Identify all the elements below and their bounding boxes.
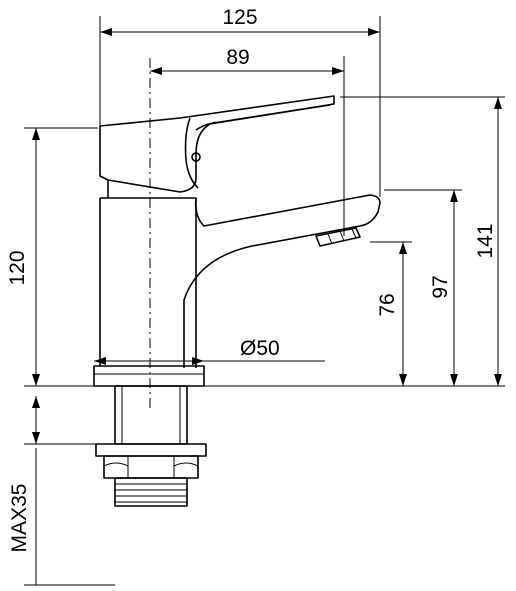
dimension-97: 97	[429, 190, 458, 386]
dimension-125: 125	[100, 6, 380, 36]
dimension-76: 76	[376, 242, 407, 386]
lock-nut	[103, 455, 199, 479]
spout	[107, 180, 381, 368]
dimension-141: 141	[474, 97, 502, 386]
extension-lines	[24, 16, 505, 586]
dim-label-outlet-height: 76	[376, 293, 399, 316]
dimension-max35: MAX35	[8, 396, 40, 585]
dimension-diameter-50: Ø50	[94, 337, 325, 365]
base	[93, 365, 205, 387]
shank	[114, 385, 188, 445]
dim-label-body-height: 120	[6, 250, 29, 285]
dim-label-lever-height: 141	[474, 223, 497, 258]
dim-label-base-diameter: Ø50	[240, 337, 280, 360]
mounting-assembly	[95, 385, 207, 507]
dimension-89: 89	[150, 46, 344, 75]
dim-label-max-deck-thickness: MAX35	[8, 484, 31, 553]
aerator	[315, 227, 361, 247]
dim-label-spout-reach: 89	[226, 46, 249, 69]
dimension-120: 120	[6, 128, 40, 386]
washer	[95, 443, 207, 457]
dim-label-overall-width: 125	[222, 6, 257, 29]
thread	[114, 477, 188, 507]
dim-label-spout-top-height: 97	[429, 275, 452, 298]
faucet-body	[93, 95, 381, 387]
